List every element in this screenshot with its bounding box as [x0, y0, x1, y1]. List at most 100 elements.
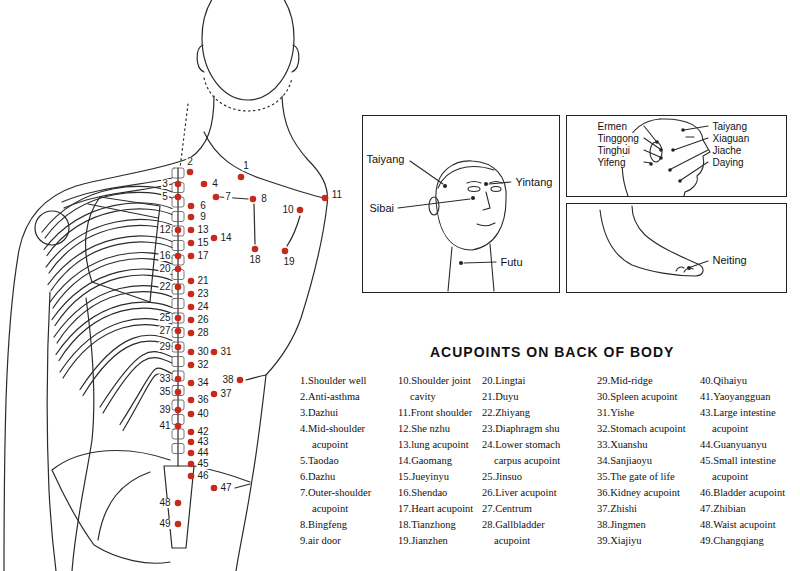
- point-name: 31.Yishe: [597, 405, 697, 421]
- point-name: 5.Taodao: [300, 453, 396, 469]
- point-name: 15.Jueyinyu: [398, 469, 478, 485]
- acupoint-dot: [188, 317, 195, 324]
- point-label: Yintang: [515, 176, 554, 188]
- acupoint-dot: [188, 397, 195, 404]
- rib: [123, 374, 172, 430]
- acupoint-dot: [175, 389, 182, 396]
- acupoint-dot: [188, 473, 195, 480]
- ear-outline: [292, 45, 299, 72]
- point-label: Sibai: [369, 202, 395, 214]
- mouth: [477, 223, 495, 226]
- scapula-line: [254, 204, 255, 244]
- point-name: 40.Qihaiyu: [700, 373, 790, 389]
- point-label: Ermen: [597, 121, 628, 132]
- body-outline: [236, 96, 328, 571]
- vertebra: [172, 313, 184, 323]
- point-name: 34.Sanjiaoyu: [597, 453, 697, 469]
- acupoint-dot: [175, 227, 182, 234]
- callout-number: 7: [224, 192, 232, 202]
- point-name: 43.Large intestine acupoint: [700, 405, 790, 437]
- acupoint-dot: [188, 304, 195, 311]
- callout-number: 6: [199, 201, 207, 211]
- callout-number: 28: [196, 328, 209, 338]
- acupoint-dot: [213, 194, 220, 201]
- callout-number: 8: [260, 194, 268, 204]
- vertebra: [172, 241, 184, 251]
- ribs: [42, 186, 172, 430]
- callout-number: 22: [158, 282, 171, 292]
- waist-line: [246, 375, 266, 380]
- point-name: 8.Bingfeng: [300, 517, 396, 533]
- face-outline: [436, 161, 506, 250]
- callout-number: 9: [199, 212, 207, 222]
- profile-drawing: [623, 119, 710, 196]
- inset-box: Neiting: [566, 203, 787, 293]
- inset-box: ErmenTinggongTinghuiYifengTaiyangXiaguan…: [566, 115, 787, 197]
- point-label: Yifeng: [597, 157, 627, 168]
- leader-line: [684, 126, 708, 130]
- vertebra: [172, 357, 184, 367]
- point-label: Futu: [500, 256, 524, 268]
- acupoint-dot: [297, 207, 304, 214]
- acupoint-dot: [211, 391, 218, 398]
- acupoint-dot: [175, 194, 182, 201]
- acupoint-dot: [252, 246, 259, 253]
- leader-line: [691, 261, 708, 267]
- rib: [45, 192, 172, 238]
- vertebra: [172, 444, 184, 454]
- callout-number: 39: [158, 405, 171, 415]
- acupoint-dot: [175, 500, 182, 507]
- callout-number: 15: [196, 238, 209, 248]
- acupoint-dot: [175, 181, 182, 188]
- pelvis: [98, 472, 150, 540]
- rib: [52, 269, 172, 319]
- point-dot: [484, 182, 488, 186]
- ear-outline: [429, 197, 439, 215]
- point-dot: [659, 156, 663, 160]
- callout-number: 48: [158, 498, 171, 508]
- point-dot: [471, 196, 475, 200]
- vertebra: [172, 328, 184, 338]
- rib: [120, 368, 172, 424]
- foot-drawing: [600, 206, 708, 276]
- acupoint-dot: [322, 195, 329, 202]
- point-label: Taiyang: [366, 153, 406, 165]
- vertebra: [172, 386, 184, 396]
- callout-number: 42: [196, 427, 209, 437]
- callout-number: 16: [158, 251, 171, 261]
- point-name: 28.Gallbladder acupoint: [482, 517, 578, 549]
- acupoint-dot: [188, 278, 195, 285]
- point-label: Neiting: [712, 254, 748, 266]
- point-name: 6.Dazhu: [300, 469, 396, 485]
- vertebra: [172, 284, 184, 294]
- callout-number: 3: [161, 179, 169, 189]
- point-name: 49.Changqiang: [700, 533, 790, 549]
- callout-number: 17: [196, 251, 209, 261]
- arm-line: [47, 292, 56, 571]
- callout-number: 47: [219, 483, 232, 493]
- point-name: 29.Mid-ridge: [597, 373, 697, 389]
- callout-number: 37: [219, 389, 232, 399]
- brow: [467, 182, 481, 184]
- eye: [686, 136, 694, 137]
- acupoint-dot: [211, 235, 218, 242]
- point-name: 9.air door: [300, 533, 396, 549]
- point-name: 38.Jingmen: [597, 517, 697, 533]
- point-dot: [678, 179, 682, 183]
- point-dot: [668, 168, 672, 172]
- callout-number: 11: [331, 190, 343, 200]
- callout-number: 14: [219, 233, 232, 243]
- callout-number: 41: [158, 421, 171, 431]
- inset-box: TaiyangYintangSibaiFutu: [362, 115, 560, 293]
- callout-number: 18: [248, 255, 261, 265]
- point-name: 17.Heart acupoint: [398, 501, 478, 517]
- hairline-dotted: [204, 78, 292, 111]
- acupoint-dot: [188, 450, 195, 457]
- rib: [59, 308, 172, 360]
- callout-number: 20: [158, 264, 171, 274]
- neck-line: [490, 244, 494, 291]
- point-name: 39.Xiajiyu: [597, 533, 697, 549]
- leader-line: [644, 138, 660, 149]
- callout-number: 33: [158, 374, 171, 384]
